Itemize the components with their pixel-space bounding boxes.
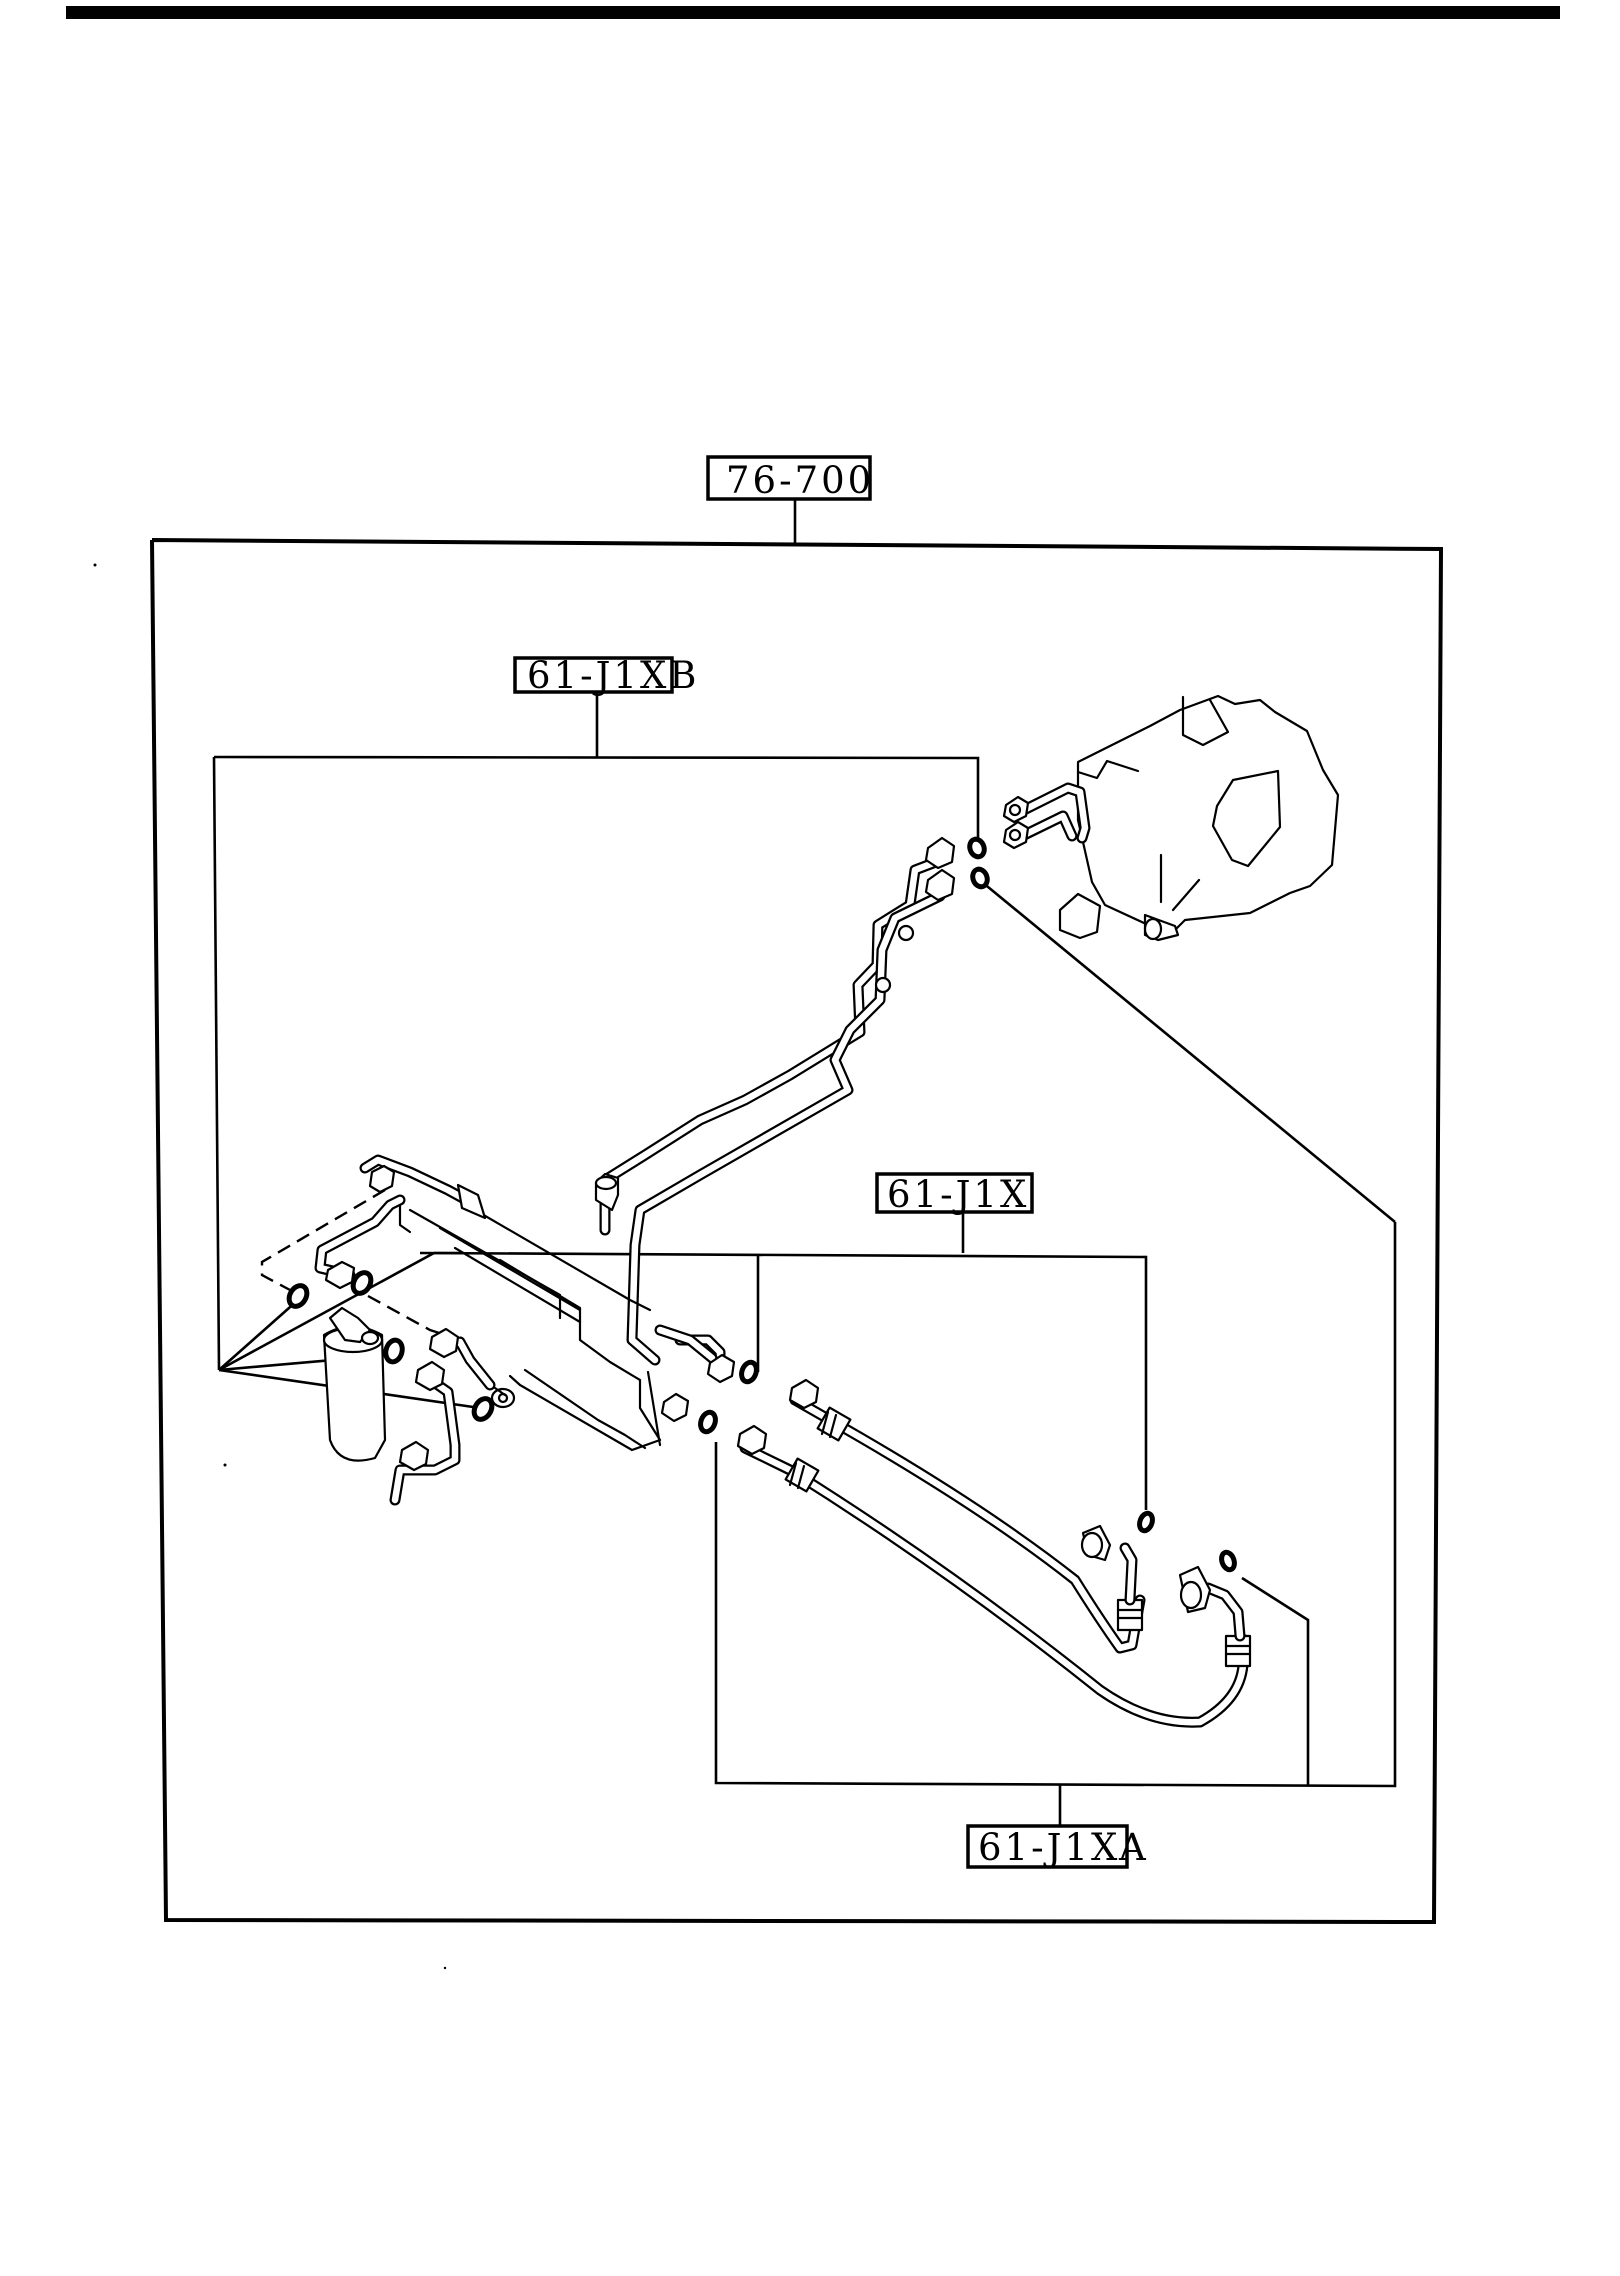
o-ring[interactable] (383, 1337, 405, 1365)
print-speck (223, 1463, 227, 1467)
evaporator-fitting-lower (1002, 820, 1030, 850)
hose-crimp (784, 1457, 820, 1493)
evaporator-fitting-upper (1002, 795, 1030, 824)
o-ring[interactable] (1137, 1510, 1155, 1534)
page-header-rule (66, 6, 1560, 19)
o-ring[interactable] (698, 1409, 718, 1435)
label-61-J1X[interactable]: 61-J1X (875, 1172, 1034, 1216)
print-speck (443, 1966, 447, 1970)
o-ring[interactable] (739, 1359, 759, 1385)
o-ring[interactable] (286, 1282, 311, 1309)
print-speck (93, 563, 97, 567)
cooler-pipes[interactable] (594, 836, 956, 1376)
evaporator-unit[interactable] (1002, 694, 1340, 942)
label-61-J1XA[interactable]: 61-J1XA (966, 1824, 1149, 1869)
discharge-hose[interactable] (736, 1424, 1252, 1728)
leader-61-J1XB (212, 692, 980, 1410)
o-ring[interactable] (350, 1269, 375, 1296)
condenser-fitting (368, 1164, 396, 1194)
condenser[interactable] (260, 1154, 736, 1452)
o-ring[interactable] (1219, 1549, 1237, 1573)
condenser-inlet-fitting (660, 1392, 690, 1423)
label-61-J1XB[interactable]: 61-J1XB (513, 654, 700, 697)
label-61-J1XB-text: 61-J1XB (527, 654, 700, 697)
condenser-mount (490, 1387, 516, 1409)
o-ring[interactable] (471, 1395, 496, 1422)
suction-hose[interactable] (788, 1378, 1146, 1654)
hose-end-block (1080, 1524, 1112, 1562)
label-76-700[interactable]: 76-700 (706, 455, 874, 502)
o-ring[interactable] (970, 866, 990, 890)
label-76-700-text: 76-700 (726, 459, 874, 502)
label-61-J1X-text: 61-J1X (887, 1173, 1029, 1216)
assembly-frame (150, 538, 1444, 1925)
receiver-drier[interactable] (322, 1306, 507, 1506)
leader-61-J1XA (714, 880, 1397, 1826)
hose-end-block (1178, 1565, 1212, 1614)
leader-61-J1X (419, 1212, 1148, 1510)
o-ring[interactable] (967, 836, 987, 860)
hose-crimp (816, 1406, 852, 1442)
label-61-J1XA-text: 61-J1XA (978, 1826, 1149, 1869)
condenser-outlet-fitting (706, 1353, 736, 1384)
